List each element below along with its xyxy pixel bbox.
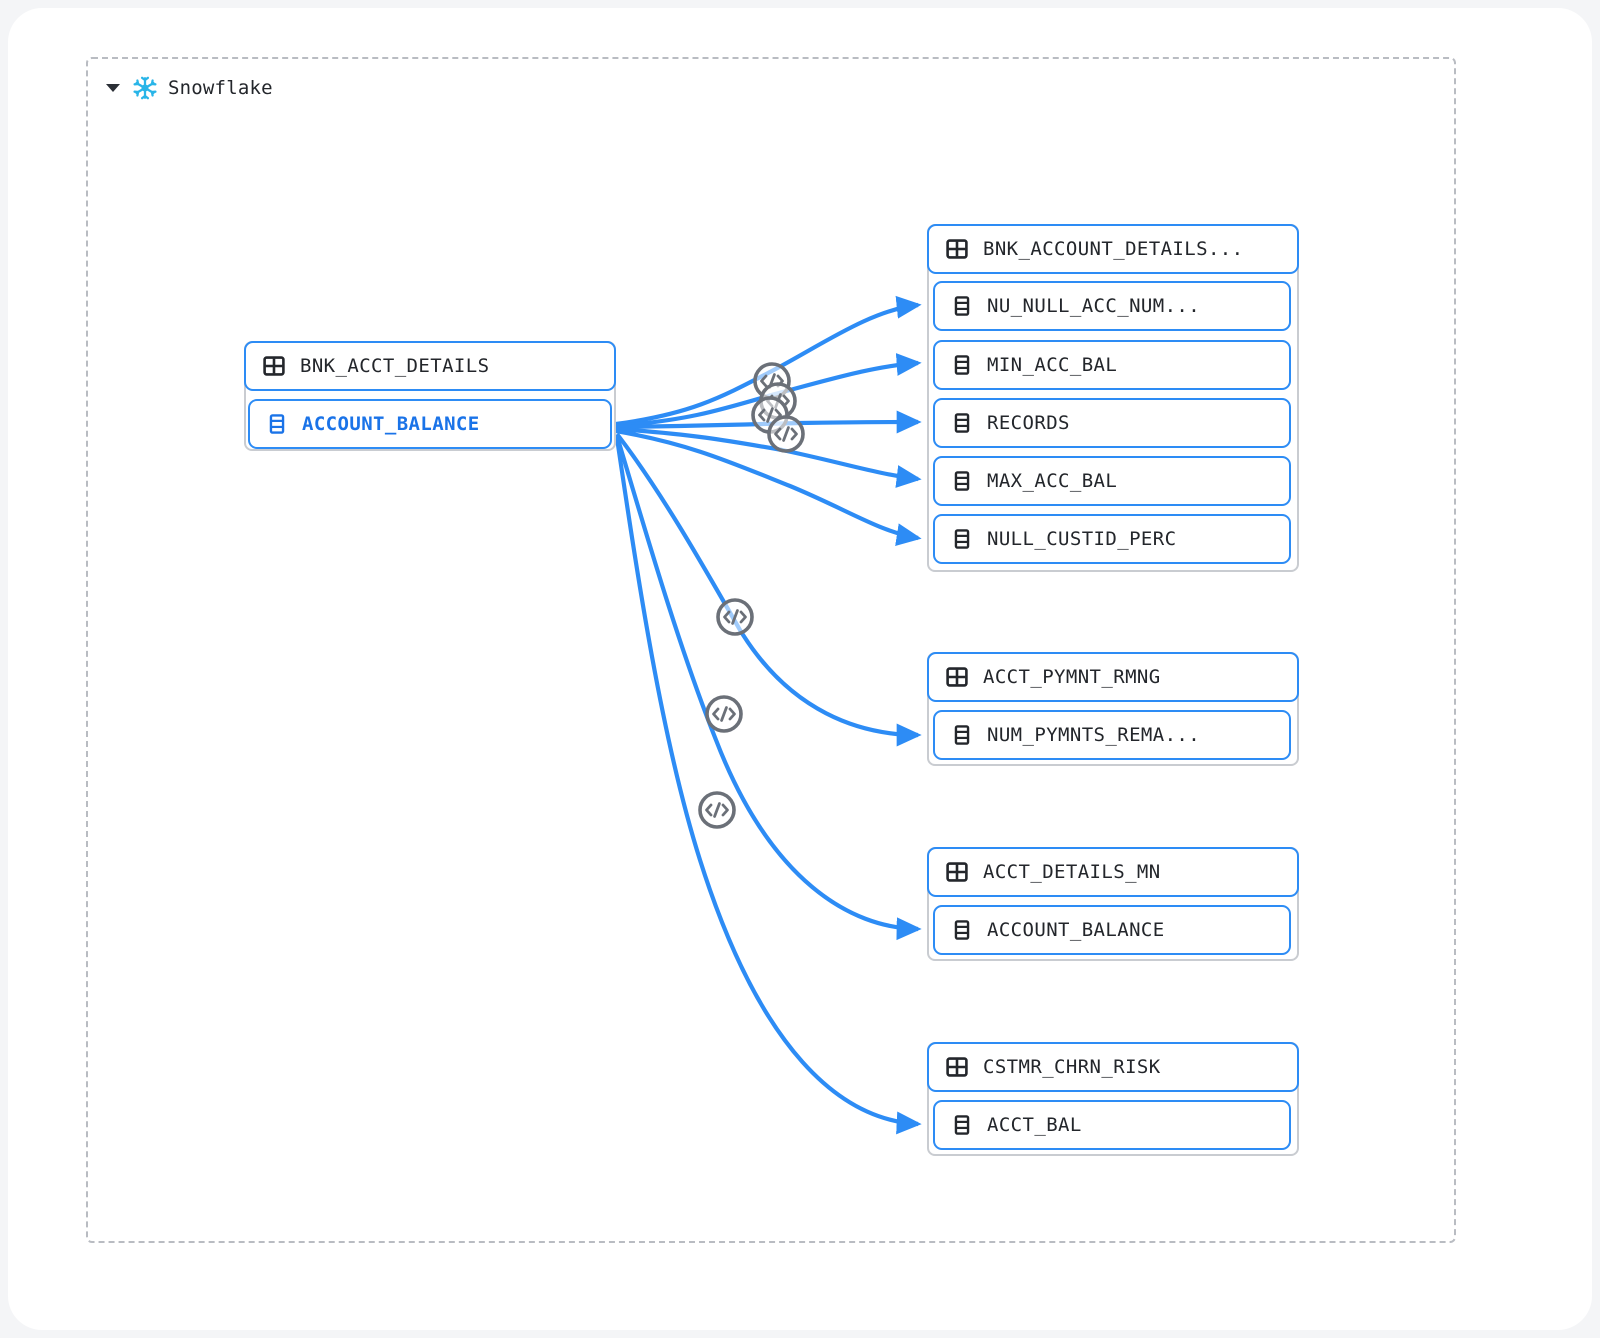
column-node-label: MIN_ACC_BAL (987, 354, 1118, 376)
column-node-min-acc-bal[interactable]: MIN_ACC_BAL (933, 340, 1291, 390)
column-node-label: NUM_PYMNTS_REMA... (987, 724, 1201, 746)
column-node-label: ACCT_BAL (987, 1114, 1082, 1136)
column-icon (954, 725, 970, 745)
data-source-group-title: Snowflake (168, 77, 273, 99)
table-node-label: ACCT_PYMNT_RMNG (983, 666, 1161, 688)
table-node-label: BNK_ACCT_DETAILS (300, 355, 490, 377)
table-node-cstmr-chrn-risk[interactable]: CSTMR_CHRN_RISK (927, 1042, 1299, 1092)
column-icon (954, 529, 970, 549)
column-node-acct-bal[interactable]: ACCT_BAL (933, 1100, 1291, 1150)
table-node-label: ACCT_DETAILS_MN (983, 861, 1161, 883)
table-node-acct-details-mn[interactable]: ACCT_DETAILS_MN (927, 847, 1299, 897)
column-icon (269, 414, 285, 434)
table-node-bnk-account-details[interactable]: BNK_ACCOUNT_DETAILS... (927, 224, 1299, 274)
column-node-account-balance-source[interactable]: ACCOUNT_BALANCE (248, 399, 612, 449)
table-node-bnk-acct-details[interactable]: BNK_ACCT_DETAILS (244, 341, 616, 391)
table-icon (946, 1057, 968, 1077)
table-icon (946, 667, 968, 687)
table-node-acct-pymnt-rmng[interactable]: ACCT_PYMNT_RMNG (927, 652, 1299, 702)
chevron-down-icon[interactable] (106, 84, 120, 92)
column-icon (954, 1115, 970, 1135)
column-node-num-pymnts-rema[interactable]: NUM_PYMNTS_REMA... (933, 710, 1291, 760)
column-node-label: MAX_ACC_BAL (987, 470, 1118, 492)
column-icon (954, 920, 970, 940)
column-node-label: NULL_CUSTID_PERC (987, 528, 1177, 550)
table-icon (263, 356, 285, 376)
column-icon (954, 471, 970, 491)
column-node-records[interactable]: RECORDS (933, 398, 1291, 448)
column-icon (954, 296, 970, 316)
table-node-label: CSTMR_CHRN_RISK (983, 1056, 1161, 1078)
table-node-label: BNK_ACCOUNT_DETAILS... (983, 238, 1244, 260)
column-node-nu-null-acc-num[interactable]: NU_NULL_ACC_NUM... (933, 281, 1291, 331)
table-icon (946, 862, 968, 882)
column-node-max-acc-bal[interactable]: MAX_ACC_BAL (933, 456, 1291, 506)
column-node-label: ACCOUNT_BALANCE (302, 413, 480, 435)
data-source-group-header[interactable]: Snowflake (106, 73, 273, 103)
column-node-label: ACCOUNT_BALANCE (987, 919, 1165, 941)
table-icon (946, 239, 968, 259)
column-icon (954, 355, 970, 375)
column-node-null-custid-perc[interactable]: NULL_CUSTID_PERC (933, 514, 1291, 564)
snowflake-icon (133, 76, 157, 100)
column-node-label: RECORDS (987, 412, 1070, 434)
column-node-label: NU_NULL_ACC_NUM... (987, 295, 1201, 317)
column-icon (954, 413, 970, 433)
column-node-account-balance-target[interactable]: ACCOUNT_BALANCE (933, 905, 1291, 955)
